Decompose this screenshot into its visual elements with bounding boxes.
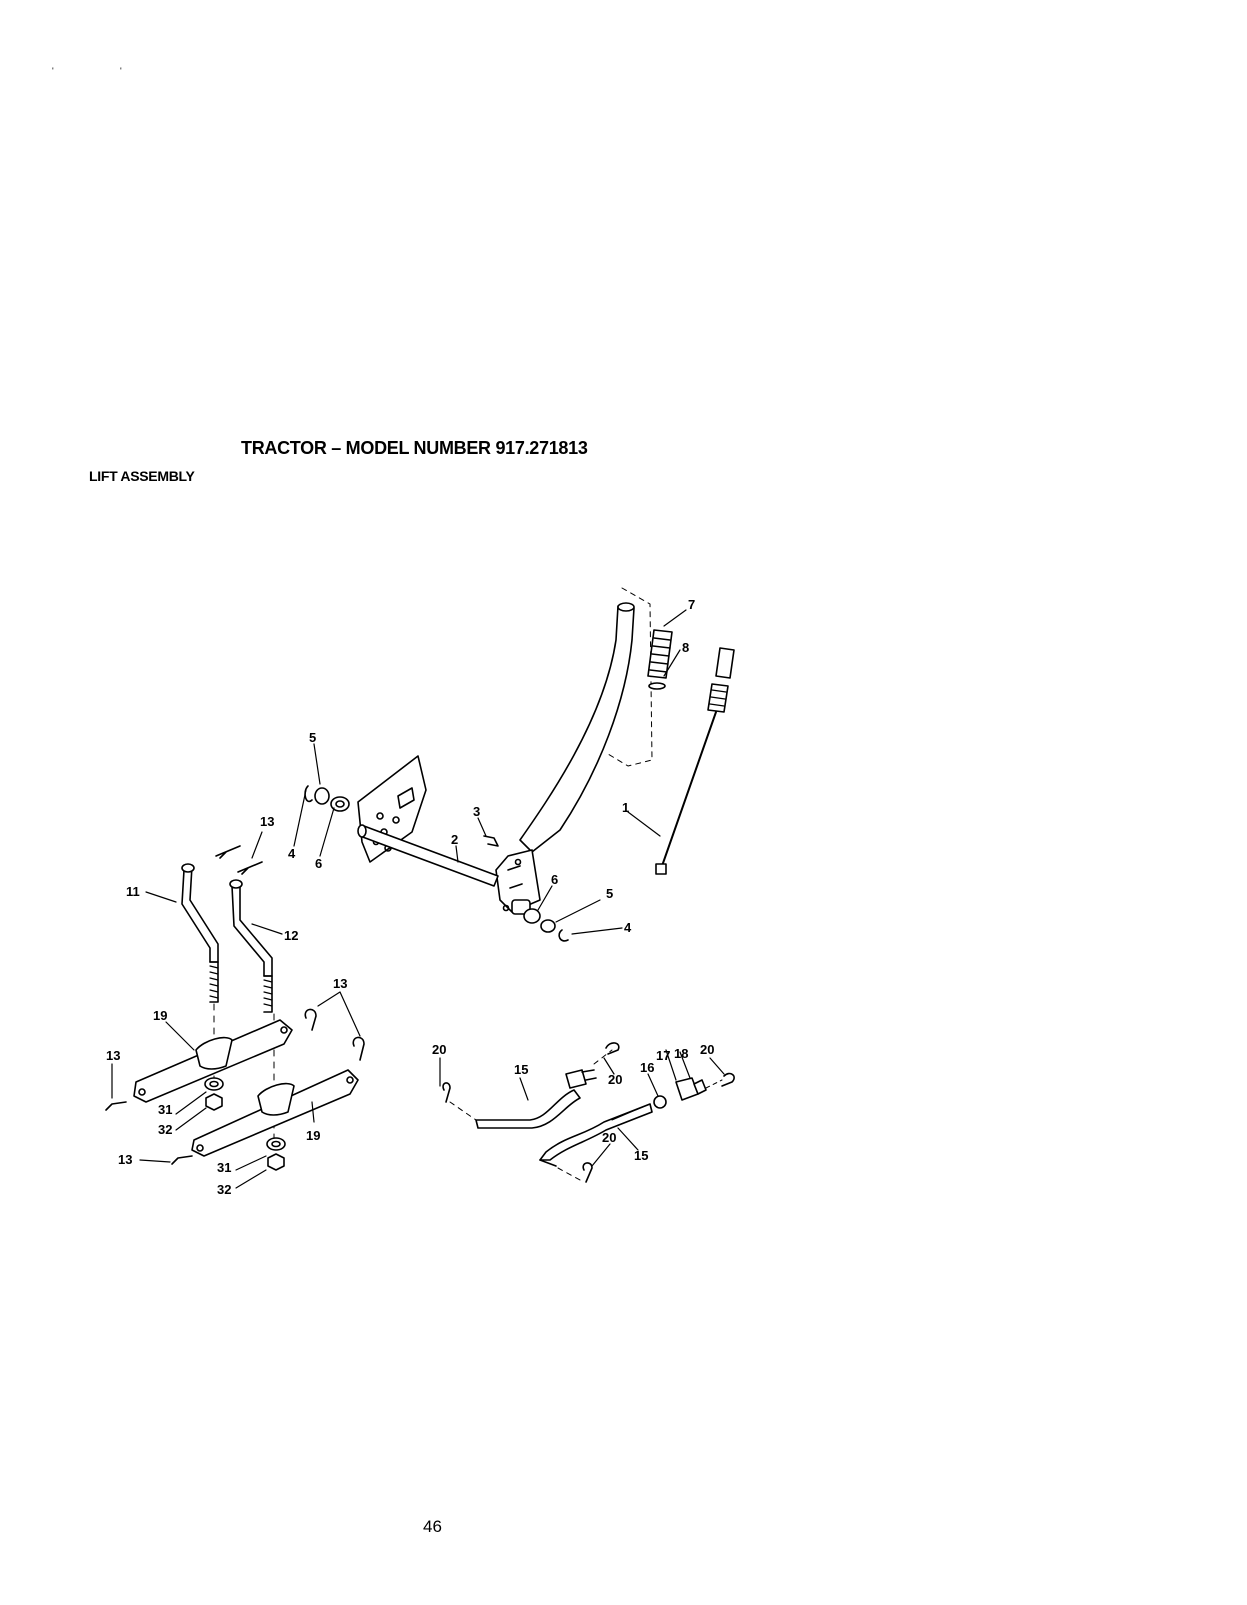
callout-3: 3 xyxy=(473,804,480,819)
hairpin-clip-13 xyxy=(353,1037,364,1060)
callout-5: 5 xyxy=(309,730,316,745)
leader-lines xyxy=(112,610,724,1188)
clip-20 xyxy=(443,1083,450,1102)
handle-grip xyxy=(648,630,672,678)
trunnion-assembly xyxy=(654,1074,734,1108)
callout-4: 4 xyxy=(288,846,296,861)
hairpin-clip-13 xyxy=(216,846,240,858)
locknut-32 xyxy=(268,1154,284,1170)
callout-11: 11 xyxy=(126,884,140,899)
locknut-32 xyxy=(206,1094,222,1110)
hairpin-clip-3 xyxy=(484,836,498,846)
callout-8: 8 xyxy=(682,640,689,655)
dashed-guide xyxy=(450,1102,476,1120)
callout-13: 13 xyxy=(118,1152,132,1167)
callout-19: 19 xyxy=(306,1128,320,1143)
callout-20: 20 xyxy=(432,1042,446,1057)
hairpin-clip-13 xyxy=(106,1102,126,1110)
dashed-guide xyxy=(594,1050,612,1064)
callout-2: 2 xyxy=(451,832,458,847)
callout-17: 17 xyxy=(656,1048,670,1063)
callout-12: 12 xyxy=(284,928,298,943)
deck-lift-rod-upper xyxy=(476,1070,596,1128)
callout-20: 20 xyxy=(602,1130,616,1145)
callout-13: 13 xyxy=(106,1048,120,1063)
callout-32: 32 xyxy=(217,1182,231,1197)
lift-link-12 xyxy=(230,880,272,1012)
lift-rod-assembly xyxy=(656,648,734,874)
callout-6: 6 xyxy=(315,856,322,871)
callout-20: 20 xyxy=(700,1042,714,1057)
callout-7: 7 xyxy=(688,597,695,612)
callout-1: 1 xyxy=(622,800,629,815)
hairpin-clip-13 xyxy=(238,862,262,874)
callout-4: 4 xyxy=(624,920,632,935)
left-bushing-set xyxy=(305,786,349,811)
callout-6: 6 xyxy=(551,872,558,887)
lift-link-11 xyxy=(182,864,218,1002)
spacer-31 xyxy=(205,1078,223,1090)
spacer-31 xyxy=(267,1138,285,1150)
callout-19: 19 xyxy=(153,1008,167,1023)
callout-5: 5 xyxy=(606,886,613,901)
callout-31: 31 xyxy=(158,1102,172,1117)
callout-15: 15 xyxy=(514,1062,528,1077)
clip-20 xyxy=(583,1163,592,1182)
callout-32: 32 xyxy=(158,1122,172,1137)
callout-31: 31 xyxy=(217,1160,231,1175)
dashed-guide xyxy=(558,1168,580,1180)
washer-8 xyxy=(649,683,665,689)
callout-15: 15 xyxy=(634,1148,648,1163)
page-number: 46 xyxy=(423,1517,442,1537)
hairpin-clip-13 xyxy=(305,1009,316,1030)
clip-20 xyxy=(606,1043,619,1054)
hairpin-clip-13 xyxy=(172,1156,192,1164)
callout-16: 16 xyxy=(640,1060,654,1075)
callout-20: 20 xyxy=(608,1072,622,1087)
callout-13: 13 xyxy=(333,976,347,991)
callout-18: 18 xyxy=(674,1046,688,1061)
callout-13: 13 xyxy=(260,814,274,829)
